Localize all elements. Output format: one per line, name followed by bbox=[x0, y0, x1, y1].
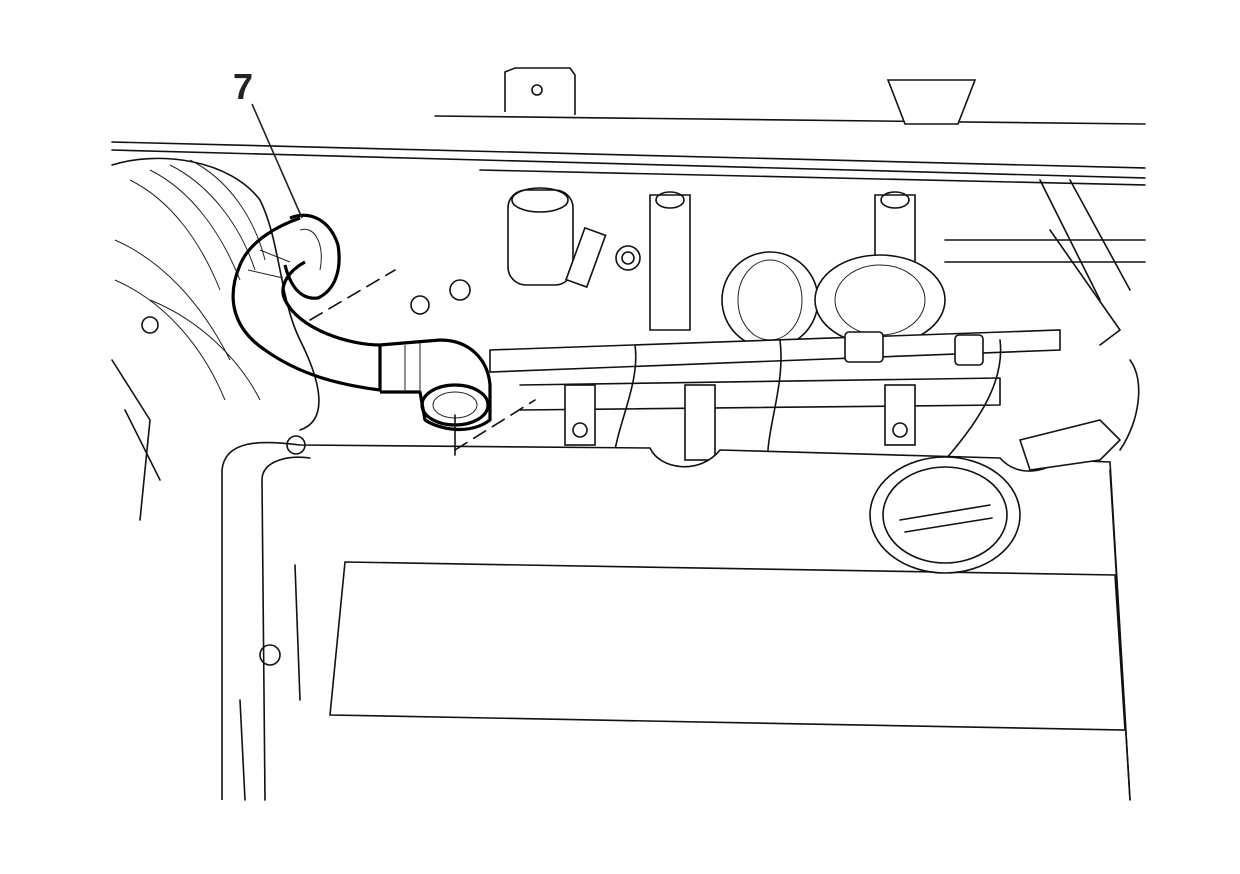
bracket bbox=[1018, 359, 1140, 471]
oil-filler-cap bbox=[869, 456, 1021, 574]
callout-leader-line bbox=[251, 103, 303, 219]
coolant-hose bbox=[231, 213, 536, 456]
callout-label-7: 7 bbox=[233, 66, 254, 107]
air-intake-duct bbox=[111, 157, 320, 521]
fuel-rail bbox=[489, 329, 1061, 461]
intake-manifold bbox=[410, 169, 1146, 349]
cowl-panel bbox=[111, 67, 1146, 179]
